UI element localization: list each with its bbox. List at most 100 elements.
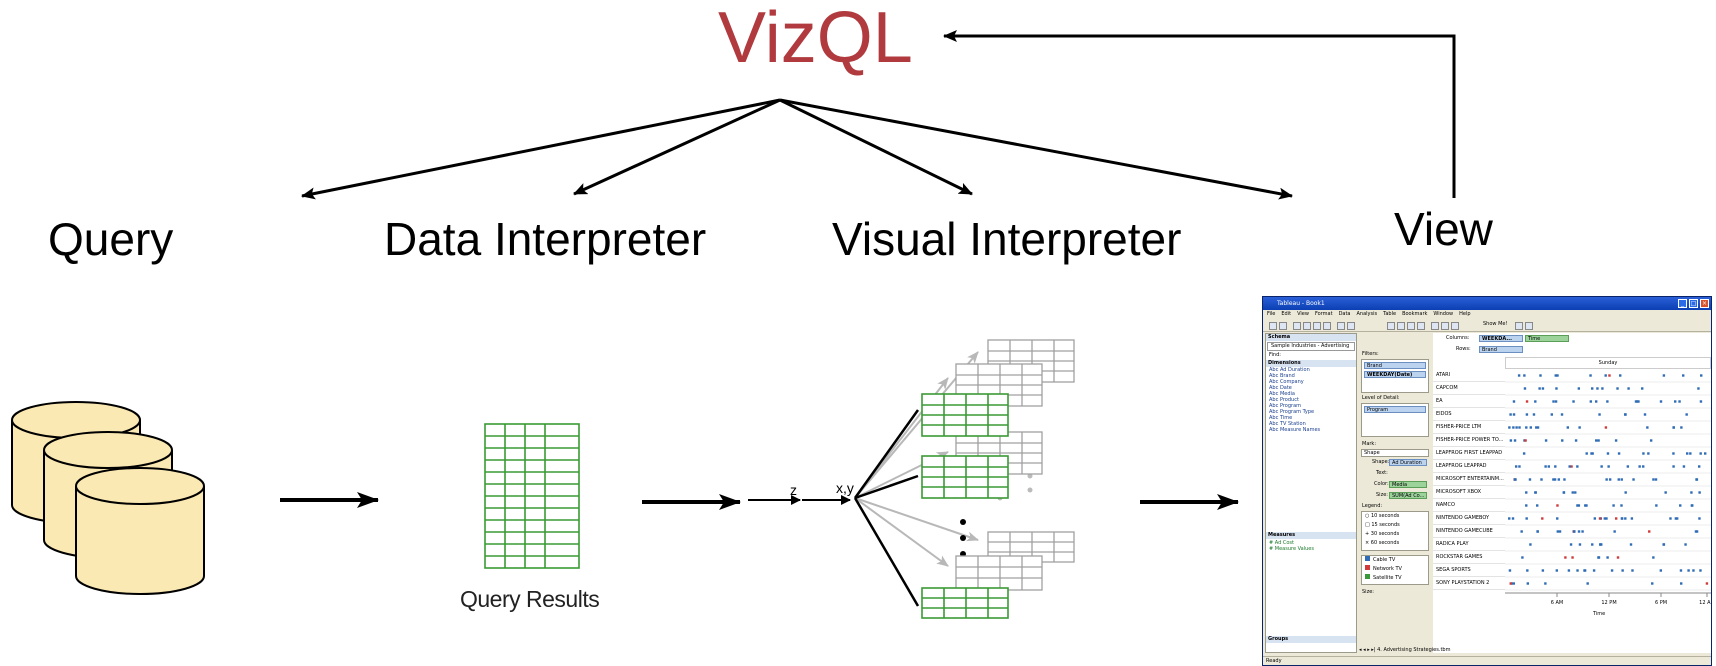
datasource-select[interactable]: Sample Industries - Advertising bbox=[1267, 342, 1355, 351]
color-pill[interactable]: Media bbox=[1389, 481, 1427, 488]
size-pill[interactable]: SUM(Ad Co... bbox=[1389, 492, 1427, 499]
filter-pill-weekday[interactable]: WEEKDAY(Date) bbox=[1364, 371, 1426, 378]
menu-item[interactable]: Help bbox=[1459, 311, 1471, 317]
clear-icon[interactable] bbox=[1313, 322, 1321, 330]
menu-item[interactable]: View bbox=[1297, 311, 1309, 317]
measures-header: Measures bbox=[1266, 532, 1356, 539]
groups-header: Groups bbox=[1266, 636, 1356, 643]
scatter-mark bbox=[1697, 387, 1700, 390]
shape-label: Shape: bbox=[1372, 459, 1390, 465]
shelves-pane: Filters: Brand WEEKDAY(Date) Level of De… bbox=[1359, 333, 1431, 653]
lod-pill-program[interactable]: Program bbox=[1364, 406, 1426, 413]
back-icon[interactable] bbox=[1269, 322, 1277, 330]
scatter-mark bbox=[1576, 465, 1579, 468]
brand-row-label: EIDOS bbox=[1433, 408, 1505, 421]
scatter-mark bbox=[1669, 517, 1672, 520]
forward-icon[interactable] bbox=[1279, 322, 1287, 330]
dimension-item[interactable]: Abc Brand bbox=[1266, 373, 1356, 379]
brand-row-label: NINTENDO GAMEBOY bbox=[1433, 512, 1505, 525]
menu-item[interactable]: Bookmark bbox=[1402, 311, 1428, 317]
fit-icon[interactable] bbox=[1407, 322, 1415, 330]
scatter-mark bbox=[1534, 400, 1537, 403]
scatter-mark bbox=[1511, 517, 1515, 520]
scatter-mark bbox=[1597, 439, 1600, 442]
scatter-mark bbox=[1509, 582, 1512, 585]
dimension-label: Program bbox=[1279, 403, 1302, 409]
rows-pill-brand[interactable]: Brand bbox=[1479, 346, 1523, 353]
dimension-item[interactable]: Abc Time bbox=[1266, 415, 1356, 421]
lock-icon[interactable] bbox=[1451, 322, 1459, 330]
dimension-item[interactable]: Abc Company bbox=[1266, 379, 1356, 385]
measure-item[interactable]: # Measure Values bbox=[1266, 546, 1356, 552]
scatter-mark bbox=[1691, 504, 1694, 507]
scatter-mark bbox=[1550, 413, 1554, 416]
sort-asc-icon[interactable] bbox=[1337, 322, 1345, 330]
scatter-mark bbox=[1555, 387, 1558, 390]
swap-icon[interactable] bbox=[1323, 322, 1331, 330]
select-icon[interactable] bbox=[1441, 322, 1449, 330]
settings-icon[interactable] bbox=[1525, 322, 1533, 330]
scatter-mark bbox=[1684, 543, 1687, 546]
scatter-mark bbox=[1655, 504, 1658, 507]
brand-row-label: LEAPFROG FIRST LEAPPAD bbox=[1433, 447, 1505, 460]
maximize-icon[interactable]: □ bbox=[1689, 299, 1698, 308]
chart-icon[interactable] bbox=[1515, 322, 1523, 330]
sort-desc-icon[interactable] bbox=[1347, 322, 1355, 330]
scatter-mark bbox=[1624, 413, 1627, 416]
dimension-item[interactable]: Abc Measure Names bbox=[1266, 427, 1356, 433]
menu-item[interactable]: Edit bbox=[1281, 311, 1292, 317]
dimension-item[interactable]: Abc Ad Duration bbox=[1266, 367, 1356, 373]
duplicate-icon[interactable] bbox=[1303, 322, 1311, 330]
scatter-mark bbox=[1685, 413, 1688, 416]
dimension-item[interactable]: Abc Product bbox=[1266, 397, 1356, 403]
axis-tick-label: 6 AM bbox=[1551, 600, 1564, 606]
group-icon[interactable] bbox=[1387, 322, 1395, 330]
brand-row-label: EA bbox=[1433, 395, 1505, 408]
close-icon[interactable]: × bbox=[1700, 299, 1709, 308]
scatter-mark bbox=[1541, 387, 1545, 390]
scatter-mark bbox=[1529, 426, 1532, 429]
dimension-item[interactable]: Abc Media bbox=[1266, 391, 1356, 397]
menu-item[interactable]: Table bbox=[1383, 311, 1397, 317]
brand-row-label: FISHER-PRICE POWER TO... bbox=[1433, 434, 1505, 447]
measure-item[interactable]: # Ad Cost bbox=[1266, 540, 1356, 546]
minimize-icon[interactable]: _ bbox=[1678, 299, 1687, 308]
marks-label: Mark: bbox=[1362, 441, 1377, 447]
menu-item[interactable]: Data bbox=[1338, 311, 1351, 317]
abc-icon: Abc bbox=[1269, 421, 1280, 427]
mark-type-select[interactable]: Shape bbox=[1361, 449, 1429, 457]
scatter-mark bbox=[1517, 374, 1521, 377]
new-sheet-icon[interactable] bbox=[1293, 322, 1301, 330]
shape-pill[interactable]: Ad Duration bbox=[1389, 459, 1427, 466]
menu-item[interactable]: Format bbox=[1314, 311, 1333, 317]
scatter-mark bbox=[1598, 413, 1601, 416]
scatter-mark bbox=[1556, 374, 1559, 377]
tableau-window-title: Tableau - Book1 bbox=[1277, 300, 1325, 307]
scatter-mark bbox=[1555, 569, 1559, 572]
shape-glyph-icon: ○ bbox=[1365, 513, 1371, 519]
dimension-item[interactable]: Abc TV Station bbox=[1266, 421, 1356, 427]
scatter-mark bbox=[1521, 556, 1524, 559]
presentation-icon[interactable] bbox=[1417, 322, 1425, 330]
scatter-mark bbox=[1532, 413, 1536, 416]
menu-item[interactable]: File bbox=[1267, 311, 1276, 317]
sheet-tab[interactable]: ◂ ◂ ▸ ▸| 4. Advertising Strategies.tbm bbox=[1359, 647, 1451, 653]
scatter-mark bbox=[1515, 426, 1518, 429]
dimension-item[interactable]: Abc Program Type bbox=[1266, 409, 1356, 415]
dimension-item[interactable]: Abc Program bbox=[1266, 403, 1356, 409]
shape-legend-label: 15 seconds bbox=[1371, 522, 1400, 528]
columns-pill-time[interactable]: Time bbox=[1525, 335, 1569, 342]
dimension-item[interactable]: Abc Date bbox=[1266, 385, 1356, 391]
filter-pill-brand[interactable]: Brand bbox=[1364, 362, 1426, 369]
scatter-mark bbox=[1646, 426, 1649, 429]
scatter-mark bbox=[1678, 400, 1681, 403]
label-icon[interactable] bbox=[1397, 322, 1405, 330]
color-legend-item: Cable TV bbox=[1362, 556, 1428, 565]
scatter-mark bbox=[1512, 426, 1515, 429]
menu-item[interactable]: Window bbox=[1433, 311, 1454, 317]
columns-pill-weekday[interactable]: WEEKDA... bbox=[1479, 335, 1523, 342]
show-me-button[interactable]: Show Me! bbox=[1483, 321, 1508, 327]
menu-item[interactable]: Analysis bbox=[1356, 311, 1378, 317]
highlight-icon[interactable] bbox=[1431, 322, 1439, 330]
